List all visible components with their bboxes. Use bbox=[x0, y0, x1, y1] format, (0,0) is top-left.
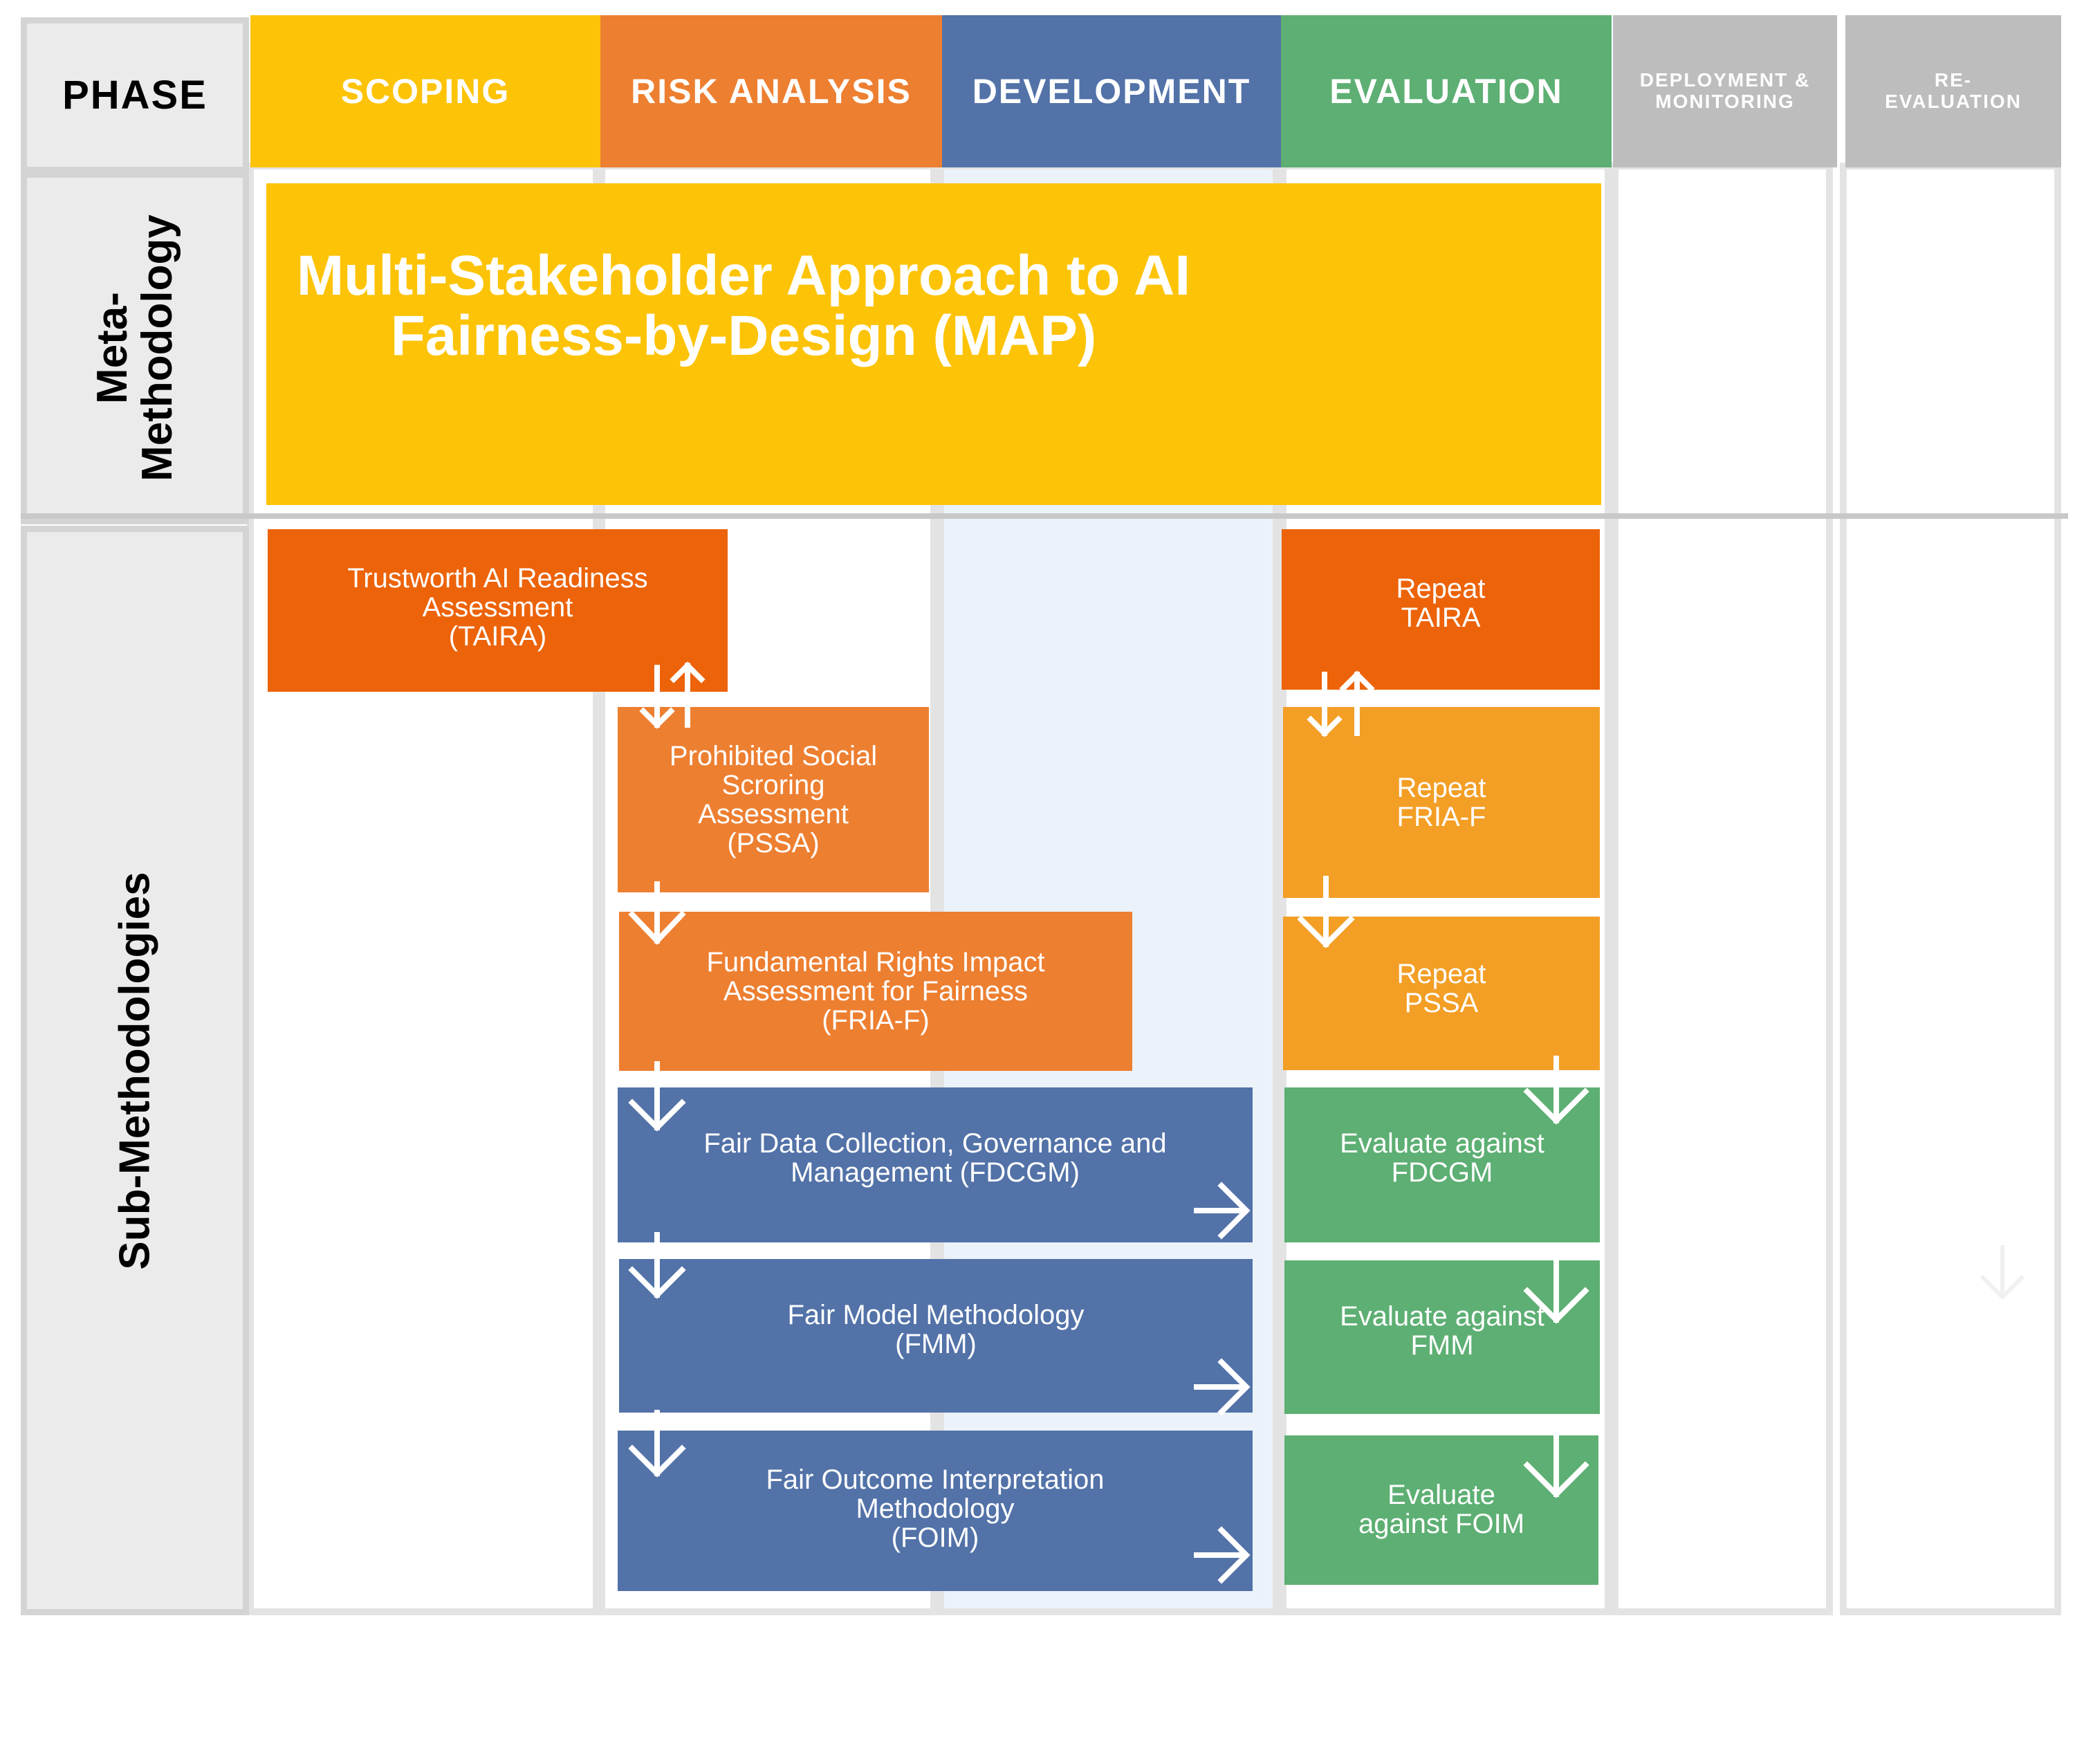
phase-deployment-label: DEPLOYMENT & MONITORING bbox=[1639, 69, 1811, 112]
deployment-column bbox=[1612, 163, 1833, 1615]
phase-label: PHASE bbox=[62, 73, 208, 118]
phase-scoping-label: SCOPING bbox=[340, 72, 510, 111]
re-evaluation-column bbox=[1840, 163, 2061, 1615]
map-meta-box: Multi-Stakeholder Approach to AI Fairnes… bbox=[266, 183, 1601, 505]
phase-development-label: DEVELOPMENT bbox=[972, 72, 1251, 111]
repeat-taira-fria-bidirectional-arrow-icon bbox=[1307, 670, 1375, 737]
foim-label: Fair Outcome Interpretation Methodology … bbox=[766, 1464, 1105, 1553]
phase-label-cell: PHASE bbox=[21, 17, 249, 173]
repeat-taira-label: Repeat TAIRA bbox=[1396, 573, 1486, 633]
phase-re-evaluation-label: RE- EVALUATION bbox=[1885, 69, 2022, 112]
phase-risk-analysis-label: RISK ANALYSIS bbox=[631, 72, 912, 111]
evaluate-fdcgm-label: Evaluate against FDCGM bbox=[1340, 1128, 1544, 1188]
eval-fdcgm-fmm-down-arrow-icon bbox=[1523, 1256, 1589, 1324]
repeat-pssa-label: Repeat PSSA bbox=[1396, 959, 1486, 1018]
repeat-taira-box: Repeat TAIRA bbox=[1282, 529, 1600, 690]
pssa-fria-down-arrow-icon bbox=[628, 881, 686, 945]
phase-header-development: DEVELOPMENT bbox=[942, 15, 1281, 167]
fmm-label: Fair Model Methodology (FMM) bbox=[787, 1300, 1085, 1359]
map-meta-title: Multi-Stakeholder Approach to AI Fairnes… bbox=[296, 244, 1191, 367]
pssa-label: Prohibited Social Scroring Assessment (P… bbox=[669, 741, 878, 858]
taira-box: Trustworth AI Readiness Assessment (TAIR… bbox=[268, 529, 728, 692]
evaluate-foim-box: Evaluate against FOIM bbox=[1284, 1435, 1598, 1585]
sub-methodologies-row-label: Sub-Methodologies bbox=[21, 526, 249, 1615]
fria-f-box: Fundamental Rights Impact Assessment for… bbox=[619, 912, 1132, 1071]
taira-label: Trustworth AI Readiness Assessment (TAIR… bbox=[347, 563, 648, 652]
fmm-box: Fair Model Methodology (FMM) bbox=[619, 1259, 1253, 1413]
fdcgm-to-evaluation-arrow-icon bbox=[1194, 1182, 1251, 1240]
phase-header-deployment: DEPLOYMENT & MONITORING bbox=[1613, 15, 1837, 167]
pssa-box: Prohibited Social Scroring Assessment (P… bbox=[618, 707, 929, 892]
foim-to-evaluation-arrow-icon bbox=[1194, 1526, 1251, 1584]
repeat-pssa-box: Repeat PSSA bbox=[1283, 917, 1600, 1070]
fmm-to-evaluation-arrow-icon bbox=[1194, 1358, 1251, 1416]
foim-box: Fair Outcome Interpretation Methodology … bbox=[618, 1431, 1253, 1591]
repeat-fria-f-box: Repeat FRIA-F bbox=[1283, 707, 1600, 898]
fria-f-label: Fundamental Rights Impact Assessment for… bbox=[706, 947, 1045, 1036]
taira-pssa-bidirectional-arrow-icon bbox=[639, 661, 706, 729]
phase-header-risk-analysis: RISK ANALYSIS bbox=[600, 15, 942, 167]
phase-header-scoping: SCOPING bbox=[250, 15, 600, 167]
phase-evaluation-label: EVALUATION bbox=[1329, 72, 1563, 111]
fdcgm-fmm-down-arrow-icon bbox=[628, 1232, 686, 1299]
meta-methodology-row-label: Meta- Methodology bbox=[21, 172, 249, 524]
eval-fmm-foim-down-arrow-icon bbox=[1523, 1431, 1589, 1498]
repeat-pssa-eval-down-arrow-icon bbox=[1523, 1056, 1589, 1125]
evaluate-foim-label: Evaluate against FOIM bbox=[1358, 1480, 1525, 1539]
repeat-fria-pssa-down-arrow-icon bbox=[1297, 876, 1355, 948]
phase-header-re-evaluation: RE- EVALUATION bbox=[1845, 15, 2061, 167]
evaluate-fmm-box: Evaluate against FMM bbox=[1284, 1260, 1600, 1414]
repeat-fria-f-label: Repeat FRIA-F bbox=[1396, 773, 1486, 832]
phase-header-evaluation: EVALUATION bbox=[1281, 15, 1612, 167]
fria-fdcgm-down-arrow-icon bbox=[628, 1061, 686, 1132]
meta-sub-separator bbox=[21, 513, 2068, 519]
re-evaluation-faint-arrow-icon bbox=[1980, 1245, 2025, 1301]
fdcgm-label: Fair Data Collection, Governance and Man… bbox=[703, 1128, 1167, 1188]
fdcgm-box: Fair Data Collection, Governance and Man… bbox=[618, 1087, 1253, 1242]
fmm-foim-down-arrow-icon bbox=[628, 1410, 686, 1478]
evaluate-fmm-label: Evaluate against FMM bbox=[1340, 1301, 1544, 1361]
